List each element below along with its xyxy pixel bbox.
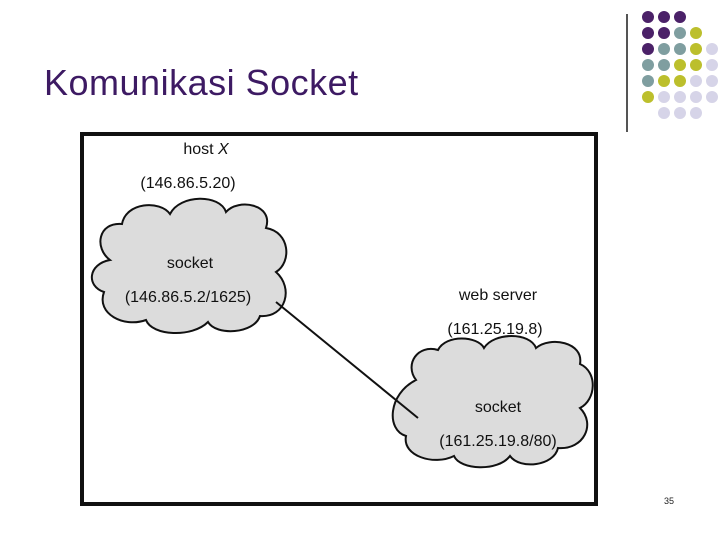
dot [642,11,654,23]
dot [658,91,670,103]
decorative-dot-grid [642,11,718,119]
dot [690,27,702,39]
dot [658,107,670,119]
dot [674,91,686,103]
host-ip: (146.86.5.20) [140,175,235,192]
dot [642,27,654,39]
dot [642,43,654,55]
dot [642,59,654,71]
page-number: 35 [664,496,675,506]
connection-line [275,301,419,419]
dot [658,11,670,23]
host-socket-cloud [91,197,288,335]
dot [706,91,718,103]
server-ip: (161.25.19.8) [447,321,542,338]
dot [674,11,686,23]
dot [690,43,702,55]
dot [658,59,670,71]
decorative-vertical-line [626,14,628,132]
dot [706,75,718,87]
dot [658,75,670,87]
dot [706,43,718,55]
host-label: host X [183,141,230,158]
server-socket-cloud [391,335,594,469]
dot [658,27,670,39]
dot [690,59,702,71]
dot [690,75,702,87]
dot [674,27,686,39]
dot [690,107,702,119]
dot [658,43,670,55]
socket-diagram: host X (146.86.5.20) socket (146.86.5.2/… [80,132,598,506]
dot [674,107,686,119]
dot [706,59,718,71]
dot [674,75,686,87]
dot [642,75,654,87]
host-socket-address: (146.86.5.2/1625) [125,289,251,306]
dot [674,59,686,71]
host-socket-label: socket [167,255,214,272]
server-label: web server [458,287,538,304]
server-socket-label: socket [475,399,522,416]
dot [690,91,702,103]
dot [674,43,686,55]
slide-title: Komunikasi Socket [44,62,359,103]
dot [642,91,654,103]
server-socket-address: (161.25.19.8/80) [439,433,556,450]
